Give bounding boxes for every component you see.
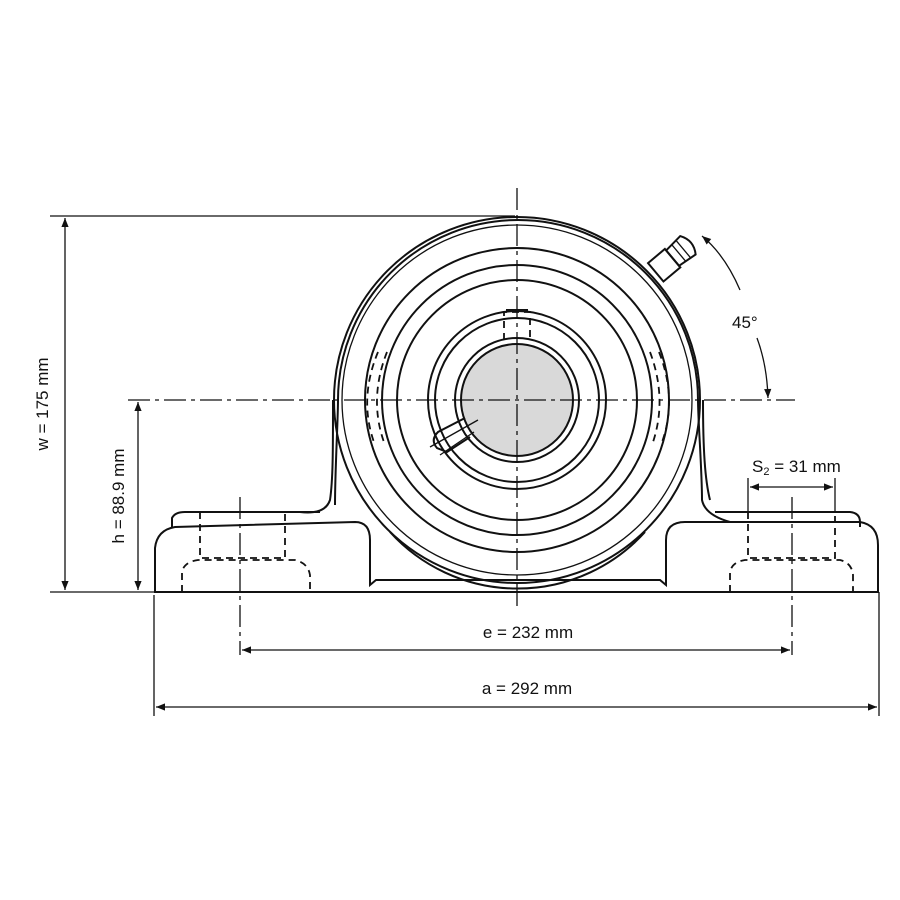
a-label: a = 292 mm bbox=[482, 679, 572, 698]
w-label: w = 175 mm bbox=[33, 357, 52, 451]
h-label: h = 88.9 mm bbox=[109, 449, 128, 544]
grease-nipple-icon bbox=[646, 234, 697, 283]
angle-label: 45° bbox=[732, 313, 758, 332]
dimension-s2: S2 = 31 mm bbox=[747, 457, 841, 512]
dimension-a: a = 292 mm bbox=[153, 592, 880, 716]
dimension-e: e = 232 mm bbox=[242, 623, 790, 654]
angle-dimension: 45° bbox=[701, 235, 772, 399]
s2-label: S2 = 31 mm bbox=[752, 457, 841, 478]
dimension-w: w = 175 mm bbox=[33, 215, 515, 593]
set-screw bbox=[429, 417, 479, 456]
dimension-h: h = 88.9 mm bbox=[109, 402, 142, 590]
e-label: e = 232 mm bbox=[483, 623, 573, 642]
